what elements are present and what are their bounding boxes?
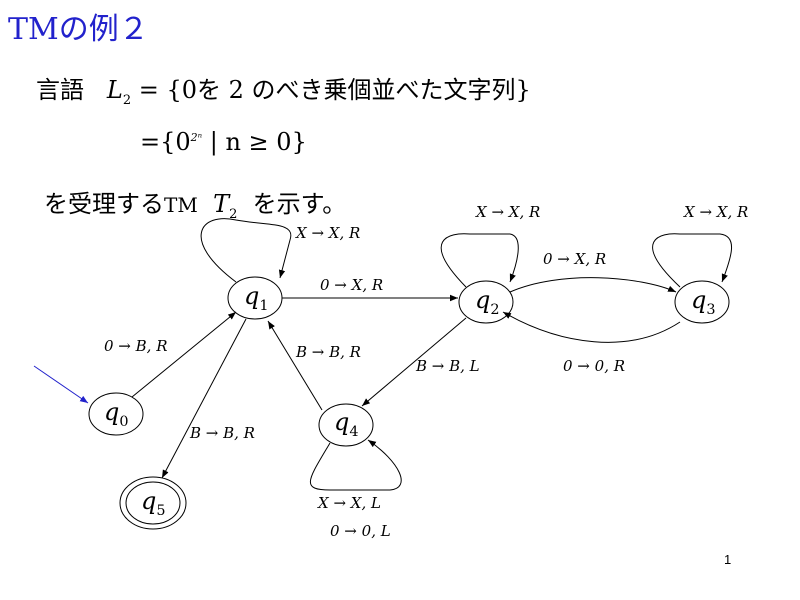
edge-q4-q1 (267, 320, 323, 411)
state-q5-circle-inner (125, 481, 181, 525)
q1-self-loop (200, 218, 292, 283)
slide-title: TMの例２ (8, 12, 149, 47)
label-q4-loop-1: X → X, L (318, 494, 381, 512)
state-q3-circle (674, 280, 730, 324)
formula-prefix: ={0 (140, 128, 191, 156)
tm-word: TM (164, 193, 198, 217)
edge-q1-q5 (161, 318, 247, 479)
state-q5-circle-outer (119, 476, 187, 530)
edge-q2-q3 (509, 277, 677, 293)
label-q2-q3: 0 → X, R (543, 250, 607, 268)
q2-self-loop (440, 233, 519, 288)
label-q1-q2: 0 → X, R (320, 276, 384, 294)
accept-prefix: を受理する (44, 190, 164, 218)
label-q4-loop-2: 0 → 0, L (330, 522, 391, 540)
state-q0-label: q0 (104, 398, 129, 430)
label-q0-q1: 0 → B, R (104, 337, 168, 355)
page-number: 1 (724, 552, 732, 567)
edge-q0-q1 (131, 311, 237, 398)
label-q2-q4: B → B, L (416, 357, 480, 375)
label-q2-loop: X → X, R (476, 203, 541, 221)
state-q3-label: q3 (691, 286, 716, 318)
formula-suffix: | n ≥ 0} (202, 128, 307, 156)
start-arrow (33, 365, 89, 404)
language-set-definition: = {0を 2 のべき乗個並べた文字列} (138, 76, 531, 104)
accept-suffix: を示す。 (252, 190, 347, 218)
language-formula: ={02ⁿ | n ≥ 0} (140, 128, 307, 156)
state-q2-label: q2 (475, 286, 500, 318)
state-q1-label: q1 (244, 282, 269, 314)
state-q5-label: q5 (141, 487, 166, 519)
label-q3-loop: X → X, R (684, 203, 749, 221)
state-q4-label: q4 (334, 408, 359, 440)
q3-self-loop (652, 233, 733, 288)
state-q0-circle (88, 392, 144, 436)
accept-statement: を受理するTM T2 を示す。 (44, 184, 346, 222)
label-q1-q5: B → B, R (190, 424, 255, 442)
label-q1-loop: X → X, R (296, 224, 361, 242)
tm-name: T (213, 190, 230, 218)
edge-q3-q2 (502, 311, 681, 343)
formula-exponent: 2ⁿ (190, 131, 203, 144)
language-definition: 言語 L2 = {0を 2 のべき乗個並べた文字列} (36, 70, 531, 108)
tm-sub: 2 (229, 206, 238, 222)
q4-self-loop (310, 439, 402, 491)
edge-q2-q4 (361, 317, 467, 407)
label-q3-q2: 0 → 0, R (563, 357, 626, 375)
language-label: 言語 (36, 76, 84, 104)
state-q4-circle (318, 403, 374, 447)
language-set-name: L (106, 76, 123, 104)
label-q4-q1: B → B, R (296, 343, 361, 361)
state-q2-circle (458, 280, 514, 324)
language-set-sub: 2 (122, 92, 132, 108)
